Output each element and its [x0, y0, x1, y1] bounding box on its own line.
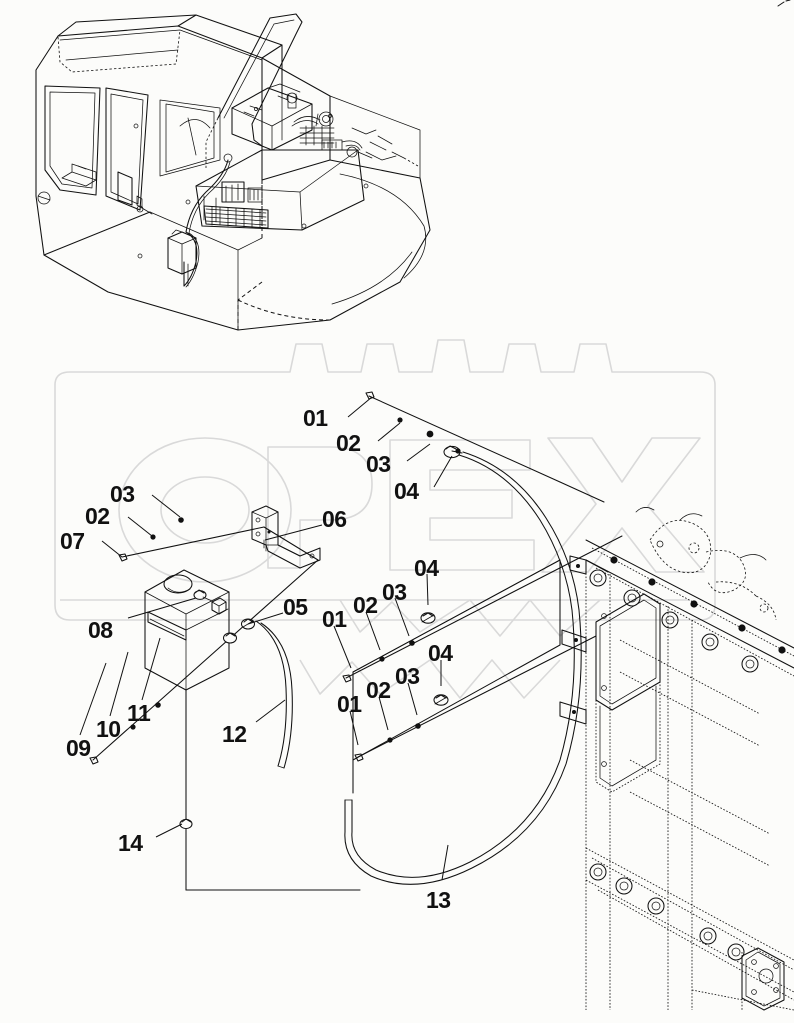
callout-label-04-c04b: 04	[414, 555, 439, 581]
main-hose-13	[344, 450, 582, 885]
leader-c02c	[365, 611, 381, 651]
hardware-stack-lower	[354, 635, 597, 762]
leader-c08	[127, 597, 197, 619]
callout-label-01-c01b: 01	[322, 606, 347, 632]
leader-c04a	[433, 455, 453, 488]
corner-tick	[777, 0, 791, 7]
callout-label-02-c02c: 02	[353, 592, 378, 618]
leader-c03b	[151, 494, 181, 518]
leader-c10	[109, 651, 129, 717]
leader-c14	[155, 823, 183, 838]
mounting-bracket-06	[251, 505, 321, 569]
callout-label-14-c14: 14	[118, 830, 143, 856]
callout-label-08-c08: 08	[88, 617, 113, 643]
callout-label-11-c11: 11	[127, 700, 151, 726]
callout-label-12-c12: 12	[222, 721, 247, 747]
leader-c12	[255, 699, 286, 723]
leader-c02d	[378, 696, 389, 731]
leader-c11	[141, 637, 161, 701]
hardware-stack-left	[118, 517, 319, 562]
leader-c03a	[406, 443, 431, 462]
callout-label-02-c02b: 02	[85, 503, 110, 529]
callout-label-06-c06: 06	[322, 506, 347, 532]
callout-label-09-c09: 09	[66, 735, 91, 761]
leader-c13	[441, 844, 449, 881]
leader-c04b	[426, 573, 429, 606]
leader-c02a	[377, 422, 401, 442]
callout-label-04-c04c: 04	[428, 640, 453, 666]
callout-label-03-c03b: 03	[110, 481, 135, 507]
hardware-stack-upper	[365, 391, 605, 503]
callout-label-03-c03d: 03	[395, 663, 420, 689]
hardware-stack-05	[89, 559, 319, 765]
watermark-opex-text	[60, 437, 705, 699]
leader-c01c	[349, 710, 359, 746]
callout-label-07-c07: 07	[60, 528, 85, 554]
callout-leader-lines	[79, 396, 453, 881]
rear-side-panel	[352, 507, 794, 1011]
callout-label-04-c04a: 04	[394, 478, 419, 504]
watermark-gear-plate	[54, 339, 716, 621]
washer-hose-12	[255, 620, 293, 769]
leader-c03c	[394, 597, 410, 637]
leader-c05	[247, 612, 284, 625]
vertical-harness-line	[179, 689, 361, 891]
callout-label-02-c02d: 02	[366, 677, 391, 703]
leader-c01a	[347, 396, 373, 418]
callout-label-03-c03a: 03	[366, 451, 391, 477]
leader-c02b	[127, 516, 153, 537]
callout-label-10-c10: 10	[96, 716, 121, 742]
leader-c01b	[333, 625, 352, 669]
leader-c06	[264, 524, 323, 541]
callout-label-02-c02a: 02	[336, 430, 361, 456]
callout-label-01-c01c: 01	[337, 691, 362, 717]
callout-label-13-c13: 13	[426, 887, 451, 913]
leader-c07	[101, 540, 123, 558]
leader-c03d	[407, 682, 418, 716]
excavator-upper-structure-illustration	[35, 13, 431, 331]
callout-label-03-c03c: 03	[382, 579, 407, 605]
callout-label-05-c05: 05	[283, 594, 308, 620]
washer-fluid-tank-08	[144, 569, 230, 691]
hardware-stack-middle	[342, 535, 623, 683]
callout-label-01-c01a: 01	[303, 405, 328, 431]
leader-c09	[79, 662, 107, 736]
